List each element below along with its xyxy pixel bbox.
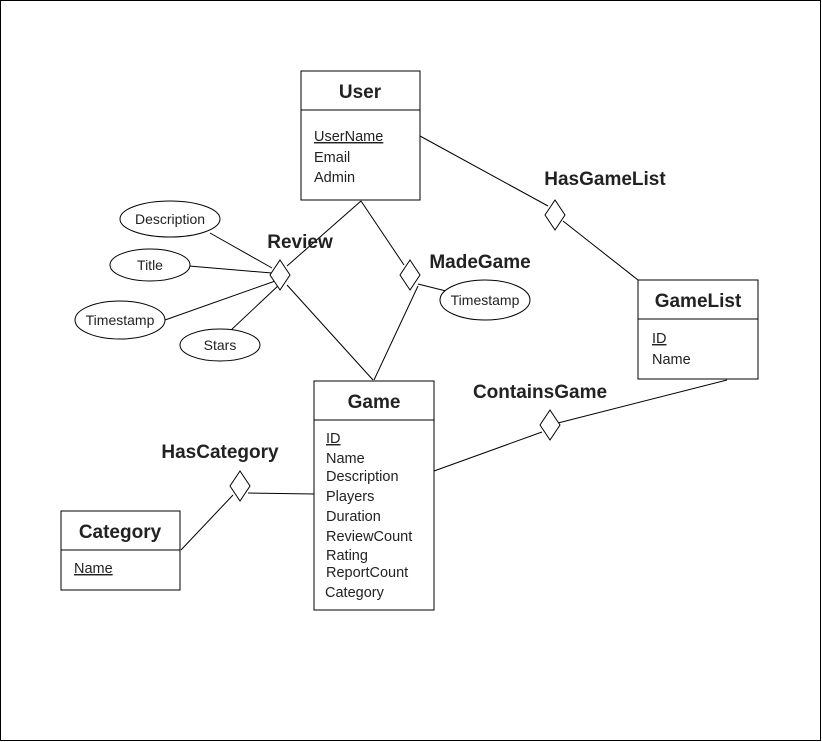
attribute-duration: Duration <box>326 509 381 525</box>
connector-user-review <box>286 200 362 267</box>
attribute-description: Description <box>326 469 399 485</box>
madegame-diamond[interactable] <box>399 259 421 291</box>
ellipse-shape <box>109 248 191 282</box>
madegame-timestamp-attr[interactable]: Timestamp <box>439 279 531 321</box>
connector-game-containsgame <box>433 431 543 472</box>
attribute-players: Players <box>326 489 374 505</box>
connector-user-madegame <box>360 200 405 266</box>
ellipse-label: Title <box>137 257 163 273</box>
review-stars-attr[interactable]: Stars <box>179 328 261 362</box>
user-entity[interactable]: User UserName Email Admin <box>300 70 421 201</box>
attribute-name: Name <box>652 352 691 368</box>
entity-title: Game <box>348 392 401 413</box>
relationship-diamonds <box>229 199 566 502</box>
review-label: Review <box>267 232 333 253</box>
entity-title: GameList <box>655 291 742 312</box>
connector-review-description <box>209 232 273 269</box>
entity-box <box>300 70 421 201</box>
ellipse-shape <box>119 200 221 238</box>
attribute-name: Name <box>74 561 113 577</box>
attribute-id: ID <box>652 331 667 347</box>
entity-title: Category <box>79 522 162 543</box>
connector-hasgamelist-gamelist <box>562 220 639 281</box>
ellipse-shape <box>74 300 166 340</box>
containsgame-diamond[interactable] <box>539 409 561 441</box>
ellipse-shape <box>179 328 261 362</box>
attribute-email: Email <box>314 150 350 166</box>
connector-user-hasgamelist <box>419 135 549 207</box>
ellipse-label: Description <box>135 211 205 227</box>
connectors <box>164 135 728 551</box>
attribute-rating: Rating <box>326 548 368 564</box>
connector-review-game <box>286 284 374 381</box>
gamelist-entity[interactable]: GameList ID Name <box>637 279 759 380</box>
connector-hascategory-category <box>180 494 234 551</box>
connector-game-hascategory <box>247 492 315 495</box>
hasgamelist-label: HasGameList <box>544 169 666 190</box>
connector-containsgame-gamelist <box>557 379 728 424</box>
hasgamelist-diamond[interactable] <box>544 199 566 231</box>
attribute-name: Name <box>326 451 365 467</box>
attribute-admin: Admin <box>314 170 355 186</box>
review-title-attr[interactable]: Title <box>109 248 191 282</box>
connector-review-title <box>188 265 273 274</box>
entity-box <box>637 279 759 380</box>
review-description-attr[interactable]: Description <box>119 200 221 238</box>
game-entity[interactable]: Game ID Name Description Players Duratio… <box>313 380 435 611</box>
attribute-category: Category <box>325 585 385 601</box>
hascategory-label: HasCategory <box>161 442 279 463</box>
attribute-reportcount: ReportCount <box>326 565 408 581</box>
connector-madegame-game <box>373 285 419 381</box>
connector-review-timestamp <box>164 279 279 321</box>
entity-box <box>313 380 435 611</box>
ellipse-label: Stars <box>204 337 237 353</box>
ellipse-label: Timestamp <box>451 292 520 308</box>
madegame-label: MadeGame <box>429 252 530 273</box>
review-timestamp-attr[interactable]: Timestamp <box>74 300 166 340</box>
entity-title: User <box>339 82 382 103</box>
category-entity[interactable]: Category Name <box>60 510 181 591</box>
hascategory-diamond[interactable] <box>229 470 251 502</box>
ellipse-shape <box>439 279 531 321</box>
attribute-username: UserName <box>314 129 383 145</box>
attribute-id: ID <box>326 431 341 447</box>
review-diamond[interactable] <box>269 259 291 291</box>
connector-review-stars <box>229 283 281 332</box>
connector-madegame-timestamp <box>417 283 447 292</box>
attribute-reviewcount: ReviewCount <box>326 529 412 545</box>
containsgame-label: ContainsGame <box>473 382 607 403</box>
ellipse-label: Timestamp <box>86 312 155 328</box>
